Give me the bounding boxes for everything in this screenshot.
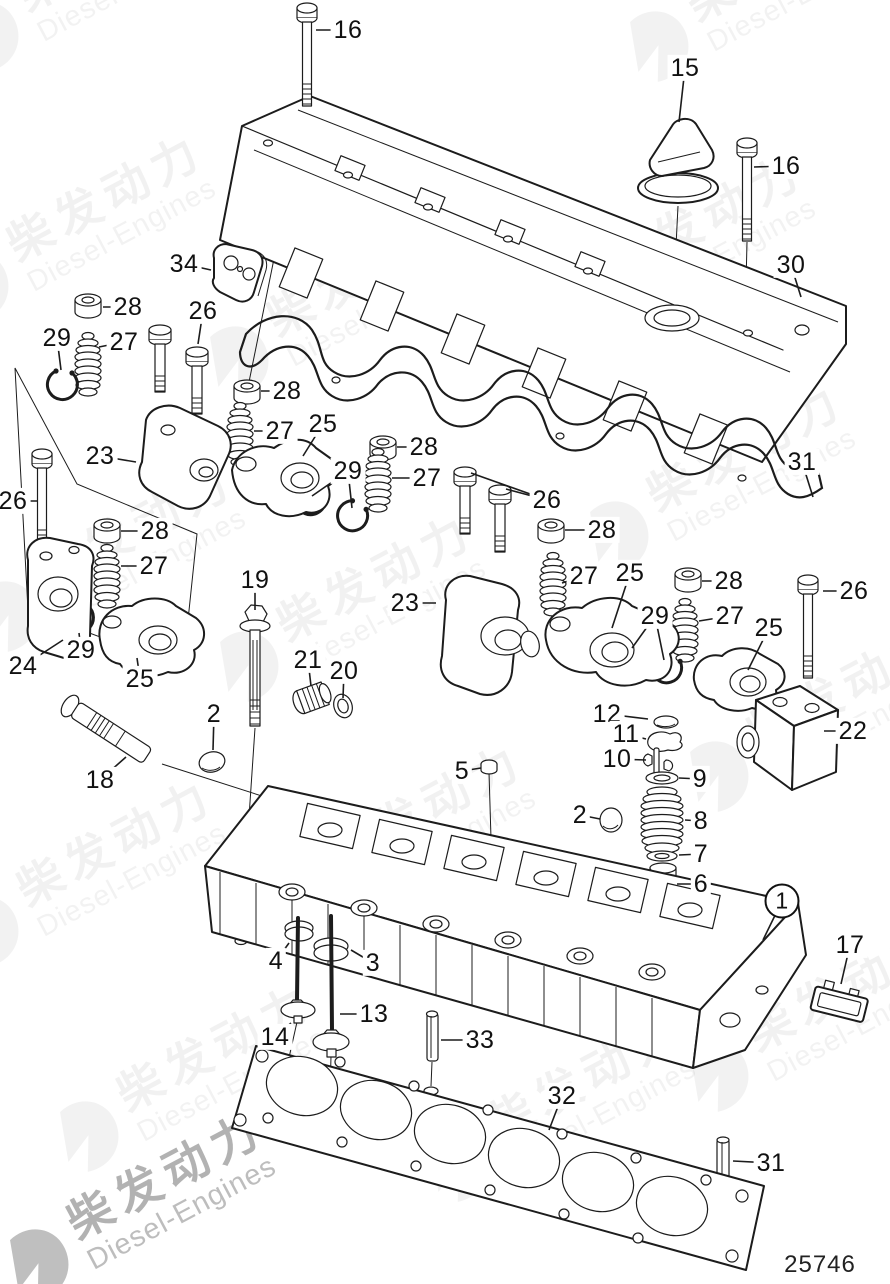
valve-13: [312, 914, 350, 1058]
core-plug-2: [599, 807, 623, 833]
callout-11: 11: [609, 721, 643, 747]
callout-26: 26: [0, 488, 31, 514]
callout-25: 25: [122, 666, 158, 692]
head-gasket: [231, 1045, 765, 1271]
callout-25: 25: [305, 411, 341, 437]
callout-19: 19: [237, 567, 273, 593]
head-bolt-19: [234, 604, 271, 946]
rocker-shaft-bracket: [138, 404, 232, 510]
callout-29: 29: [39, 325, 75, 351]
callout-30: 30: [773, 252, 809, 278]
callout-27: 27: [262, 418, 298, 444]
callout-14: 14: [257, 1024, 293, 1050]
callout-7: 7: [690, 841, 712, 867]
seal-washer-20: [333, 693, 353, 719]
callout-34: 34: [166, 251, 202, 277]
callout-27: 27: [566, 563, 602, 589]
callout-28: 28: [110, 294, 146, 320]
callout-25: 25: [751, 615, 787, 641]
callout-21: 21: [290, 647, 326, 673]
callout-8: 8: [690, 808, 712, 834]
callout-22: 22: [835, 718, 871, 744]
rocker-shaft-bracket: [439, 574, 540, 696]
callout-23: 23: [387, 590, 423, 616]
callout-28: 28: [406, 434, 442, 460]
callout-1: 1: [764, 883, 800, 919]
spring-seat-7: [646, 850, 678, 862]
callout-26: 26: [529, 487, 565, 513]
callout-20: 20: [326, 658, 362, 684]
callout-26: 26: [836, 578, 872, 604]
callout-23: 23: [82, 443, 118, 469]
callout-27: 27: [409, 465, 445, 491]
callout-24: 24: [5, 653, 41, 679]
callout-28: 28: [269, 378, 305, 404]
rocker-arm: [98, 597, 205, 678]
callout-29: 29: [63, 637, 99, 663]
callout-4: 4: [265, 948, 287, 974]
callout-15: 15: [667, 55, 703, 81]
callout-33: 33: [462, 1027, 498, 1053]
callout-6: 6: [690, 871, 712, 897]
callout-32: 32: [544, 1083, 580, 1109]
callout-28: 28: [584, 517, 620, 543]
valve-keeper-12: [653, 715, 679, 729]
callout-28: 28: [711, 568, 747, 594]
rocker-bracket-24: [26, 536, 95, 660]
callout-26: 26: [185, 298, 221, 324]
drawing-number: 25746: [784, 1251, 856, 1278]
callout-9: 9: [689, 766, 711, 792]
callout-3: 3: [362, 950, 384, 976]
callout-10: 10: [599, 746, 635, 772]
spring-seat-9: [645, 771, 679, 785]
callout-2: 2: [569, 802, 591, 828]
callout-31: 31: [784, 449, 820, 475]
callout-5: 5: [451, 758, 473, 784]
callout-27: 27: [712, 603, 748, 629]
rocker-kit-frame: [14, 367, 198, 669]
callout-29: 29: [330, 458, 366, 484]
callout-29: 29: [637, 603, 673, 629]
oil-filler-cap: [637, 118, 719, 204]
callout-25: 25: [612, 560, 648, 586]
callout-18: 18: [82, 767, 118, 793]
gasket-holes: [331, 376, 747, 482]
callout-28: 28: [137, 518, 173, 544]
cylinder-head: [204, 785, 807, 1069]
rocker-bracket-22: [736, 685, 839, 791]
blanking-bracket: [211, 243, 268, 303]
valve-14: [280, 916, 316, 1024]
callout-31: 31: [753, 1150, 789, 1176]
callout-27: 27: [106, 329, 142, 355]
callout-2: 2: [203, 701, 225, 727]
core-plug-2: [198, 751, 226, 773]
callout-16: 16: [768, 153, 804, 179]
callout-16: 16: [330, 17, 366, 43]
callout-13: 13: [356, 1001, 392, 1027]
rocker-arm: [231, 438, 338, 518]
callout-17: 17: [832, 932, 868, 958]
stud-18: [60, 694, 152, 763]
oil-plug-21: [292, 681, 332, 715]
clamp-17: [809, 979, 869, 1023]
callout-27: 27: [136, 553, 172, 579]
